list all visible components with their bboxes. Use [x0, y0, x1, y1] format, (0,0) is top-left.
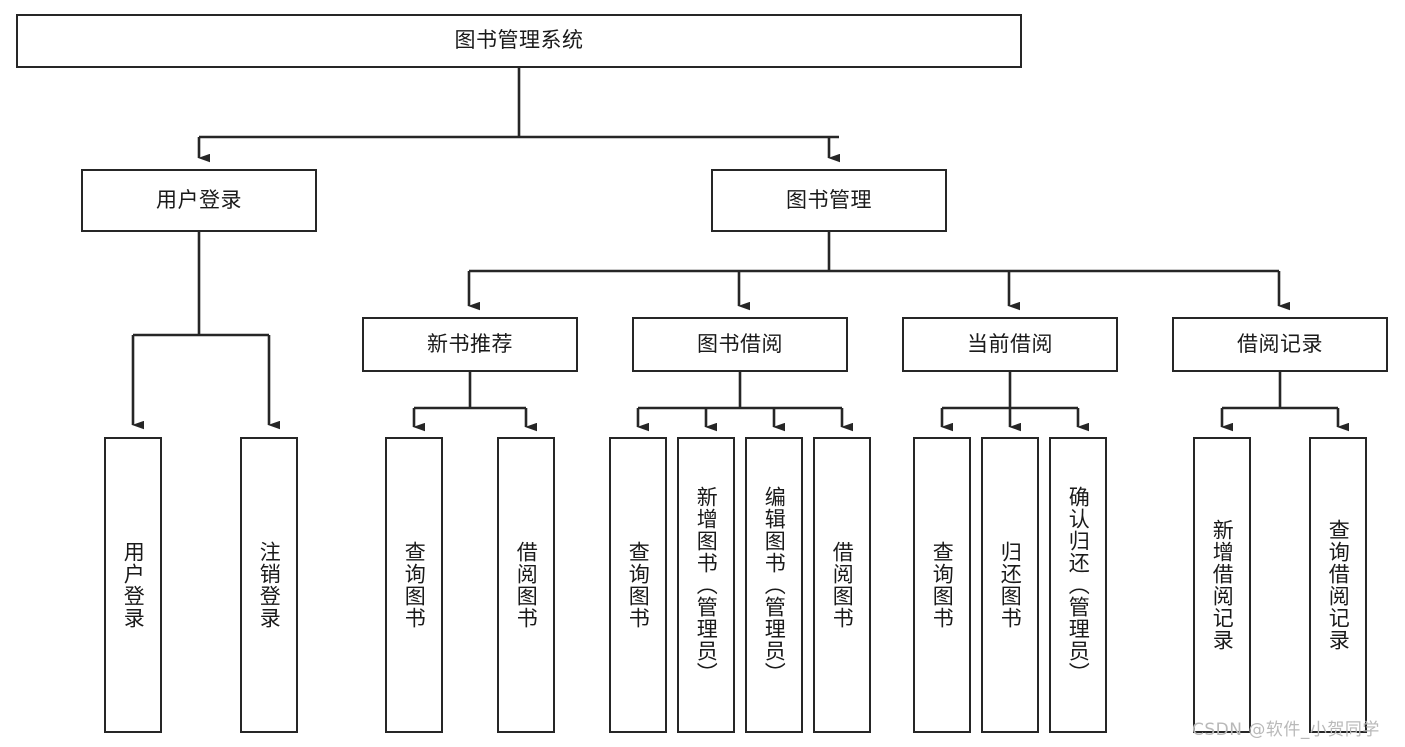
leaf-confirm-return-admin[interactable]: 确认归还（管理员） [1049, 437, 1107, 733]
node-user-login[interactable]: 用户登录 [81, 169, 317, 232]
leaf-user-login[interactable]: 用户登录 [104, 437, 162, 733]
leaf-borrow-book-borrow[interactable]: 借阅图书 [813, 437, 871, 733]
leaf-query-book-current[interactable]: 查询图书 [913, 437, 971, 733]
leaf-edit-book-admin[interactable]: 编辑图书（管理员） [745, 437, 803, 733]
leaf-add-book-admin[interactable]: 新增图书（管理员） [677, 437, 735, 733]
watermark-text: CSDN @软件_小贺同学 [1192, 720, 1380, 740]
leaf-add-borrow-record[interactable]: 新增借阅记录 [1193, 437, 1251, 733]
leaf-query-book-borrow[interactable]: 查询图书 [609, 437, 667, 733]
leaf-query-book-recommend[interactable]: 查询图书 [385, 437, 443, 733]
node-book-management[interactable]: 图书管理 [711, 169, 947, 232]
leaf-query-borrow-record[interactable]: 查询借阅记录 [1309, 437, 1367, 733]
node-new-book-recommend[interactable]: 新书推荐 [362, 317, 578, 372]
node-book-borrow[interactable]: 图书借阅 [632, 317, 848, 372]
leaf-logout-login[interactable]: 注销登录 [240, 437, 298, 733]
node-book-management-system[interactable]: 图书管理系统 [16, 14, 1022, 68]
node-borrow-record[interactable]: 借阅记录 [1172, 317, 1388, 372]
node-current-borrow[interactable]: 当前借阅 [902, 317, 1118, 372]
leaf-return-book[interactable]: 归还图书 [981, 437, 1039, 733]
leaf-borrow-book-recommend[interactable]: 借阅图书 [497, 437, 555, 733]
